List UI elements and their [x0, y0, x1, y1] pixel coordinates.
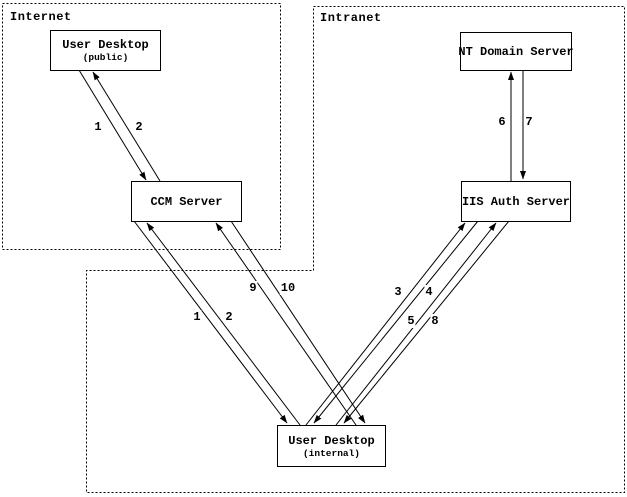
edge-label-iis-8: 8 — [430, 314, 440, 328]
node-label-user-desktop-internal: User Desktop — [288, 433, 375, 448]
node-label-nt-domain-server: NT Domain Server — [458, 44, 574, 59]
node-sublabel-user-desktop-internal: (internal) — [302, 447, 360, 459]
arrow-ccm-to-internaldesktop-1 — [133, 220, 288, 424]
node-label-user-desktop-public: User Desktop — [62, 38, 149, 52]
edge-label-internal-2: 2 — [224, 310, 234, 324]
arrow-internaldesktop-to-iis-3 — [305, 222, 466, 426]
arrow-internaldesktop-to-iis-5 — [335, 222, 497, 426]
edge-label-nt-6: 6 — [497, 115, 507, 129]
arrow-publicdesktop-to-ccm-1 — [78, 69, 147, 181]
edge-label-public-1: 1 — [93, 120, 103, 134]
arrow-internaldesktop-to-ccm-9 — [215, 222, 357, 426]
arrow-ccm-to-publicdesktop-2 — [92, 71, 161, 182]
edge-label-ccm-10: 10 — [279, 281, 297, 295]
edge-label-nt-7: 7 — [524, 115, 534, 129]
edge-label-iis-3: 3 — [393, 285, 403, 299]
edge-label-iis-5: 5 — [406, 314, 416, 328]
zone-label-internet: Internet — [10, 10, 72, 24]
arrow-ccm-to-internaldesktop-10 — [230, 220, 366, 424]
node-sublabel-user-desktop-public: (public) — [82, 52, 129, 63]
arrow-iis-to-internaldesktop-8 — [343, 220, 510, 424]
zone-label-intranet: Intranet — [320, 11, 382, 25]
edge-label-internal-1: 1 — [192, 310, 202, 324]
edge-label-iis-4: 4 — [424, 285, 434, 299]
node-ccm-server: CCM Server — [131, 181, 242, 222]
node-user-desktop-public: User Desktop (public) — [50, 30, 161, 71]
node-label-iis-auth-server: IIS Auth Server — [461, 194, 571, 209]
intranet-zone-border — [86, 6, 625, 493]
arrow-internaldesktop-to-ccm-2 — [146, 222, 301, 426]
internet-zone-border — [2, 3, 281, 250]
edge-label-public-2: 2 — [134, 120, 144, 134]
edge-label-ccm-9: 9 — [248, 281, 258, 295]
node-label-ccm-server: CCM Server — [150, 194, 223, 209]
node-iis-auth-server: IIS Auth Server — [461, 181, 571, 222]
node-nt-domain-server: NT Domain Server — [458, 32, 574, 71]
arrow-iis-to-internaldesktop-4 — [313, 220, 479, 424]
node-user-desktop-internal: User Desktop (internal) — [277, 425, 386, 467]
